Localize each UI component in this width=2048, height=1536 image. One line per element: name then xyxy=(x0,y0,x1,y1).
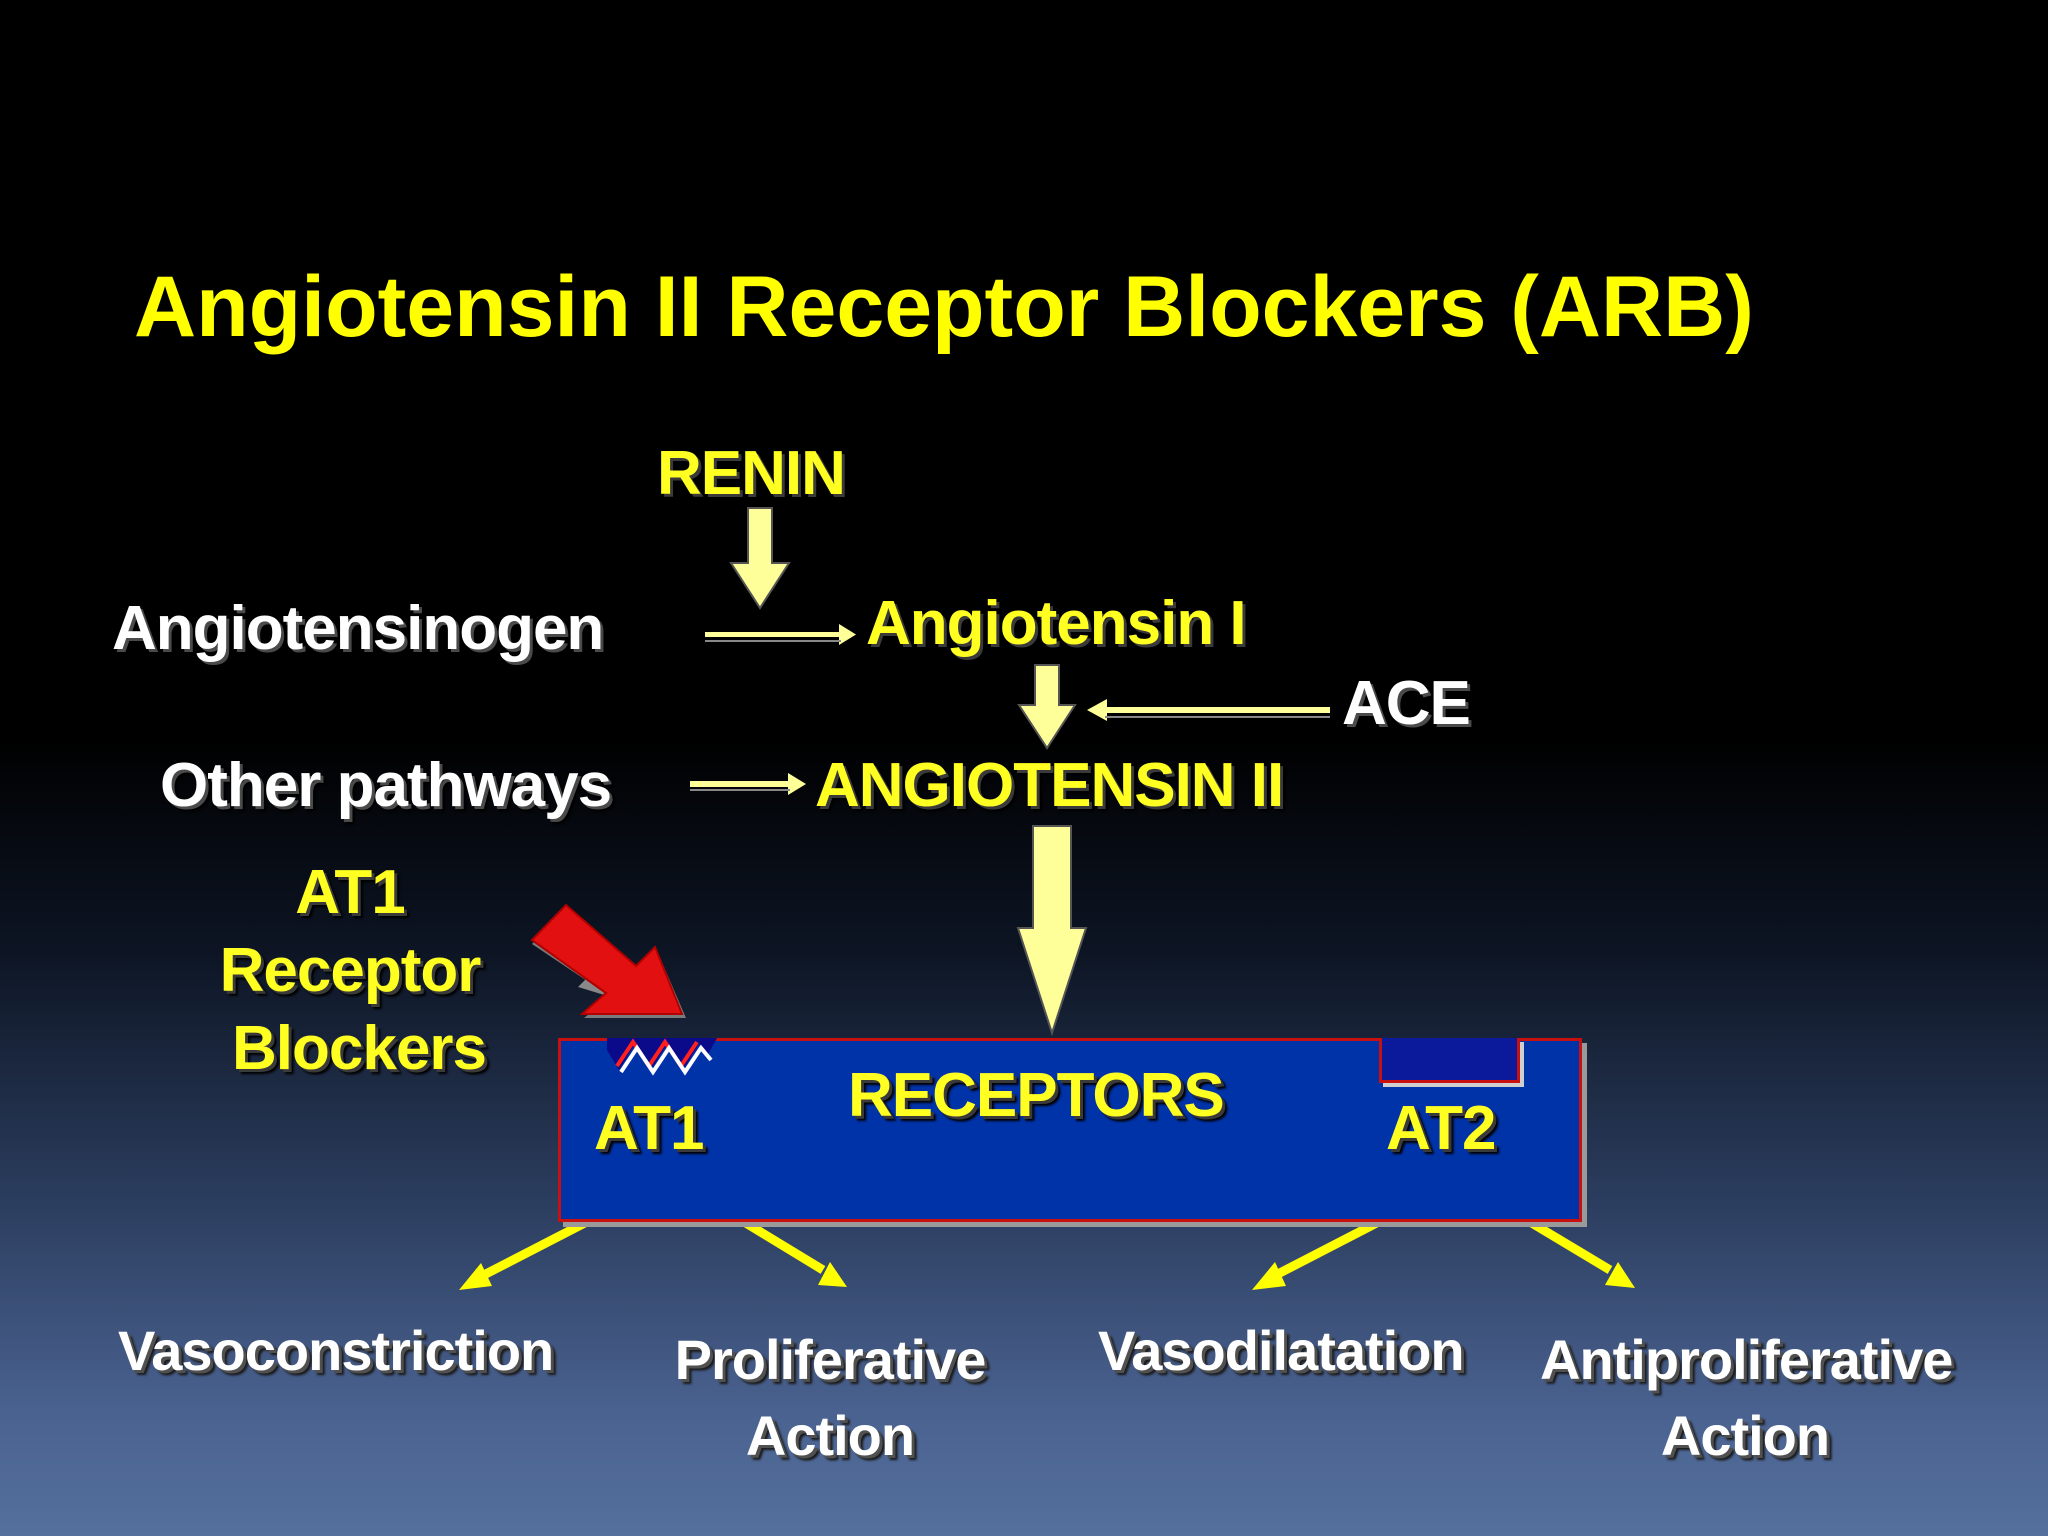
angiotensinogen-arrow xyxy=(705,624,856,645)
ace-label: ACE xyxy=(1342,669,1471,738)
at2-receptor-site xyxy=(1379,1038,1520,1083)
receptors-box xyxy=(558,1038,1582,1222)
at1-receptor-blockers-label: AT1 Receptor Blockers xyxy=(180,854,520,1088)
slide-title: Angiotensin II Receptor Blockers (ARB) xyxy=(134,259,1754,355)
blocker-label-line-1: AT1 xyxy=(295,858,406,927)
proliferative-line-2: Action xyxy=(745,1404,915,1467)
blocker-label-line-3: Blockers xyxy=(232,1014,487,1083)
receptors-label: RECEPTORS xyxy=(848,1061,1225,1130)
other-pathways-label: Other pathways xyxy=(160,751,612,820)
angiotensin-ii-arrow xyxy=(1016,825,1088,1037)
angiotensin-ii-label: ANGIOTENSIN II xyxy=(815,751,1284,820)
at2-label: AT2 xyxy=(1386,1094,1497,1163)
at1-label: AT1 xyxy=(594,1094,705,1163)
blocker-arrow xyxy=(530,903,686,1018)
at1-receptor-site xyxy=(607,1038,717,1076)
antiproliferative-line-2: Action xyxy=(1660,1404,1830,1467)
antiproliferative-line-1: Antiproliferative xyxy=(1540,1328,1953,1391)
vasodilatation-label: Vasodilatation xyxy=(1098,1319,1465,1382)
proliferative-line-1: Proliferative xyxy=(674,1328,987,1391)
angiotensin-i-arrow xyxy=(1017,664,1077,750)
renin-arrow xyxy=(729,507,791,610)
angiotensin-i-label: Angiotensin I xyxy=(866,589,1247,658)
blocker-label-line-2: Receptor xyxy=(219,936,482,1005)
renin-label: RENIN xyxy=(657,439,846,508)
ace-arrow xyxy=(1087,699,1330,721)
other-pathways-arrow xyxy=(690,773,806,795)
proliferative-action-label: Proliferative Action xyxy=(640,1322,1020,1474)
angiotensinogen-label: Angiotensinogen xyxy=(112,594,604,663)
antiproliferative-action-label: Antiproliferative Action xyxy=(1540,1322,1953,1474)
vasoconstriction-label: Vasoconstriction xyxy=(118,1319,554,1382)
